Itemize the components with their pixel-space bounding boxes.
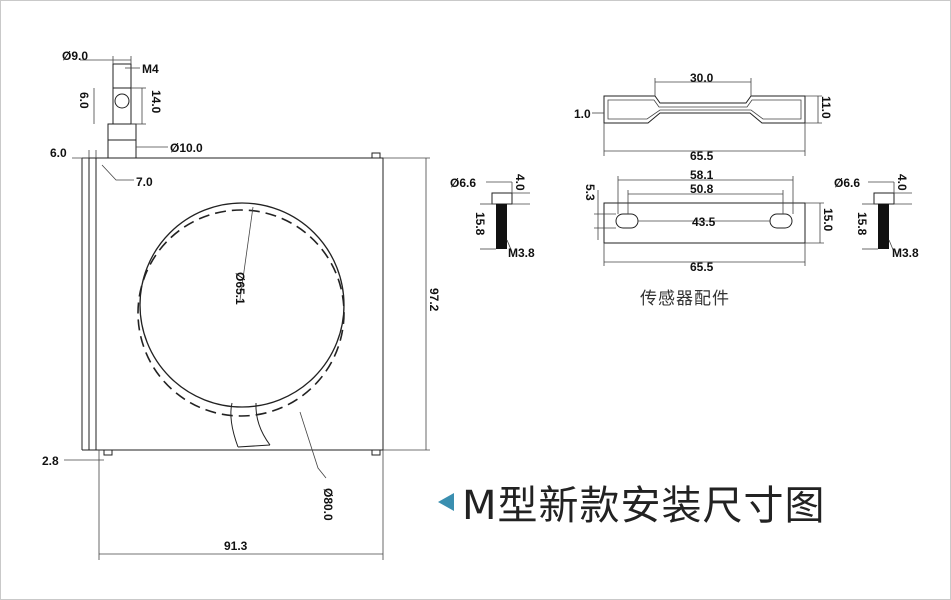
outer-diameter-label: Ø80.0: [321, 488, 335, 521]
m4-nut: [112, 87, 132, 125]
plate-thickness-label: 1.0: [574, 107, 591, 121]
screw-left-head-diameter: Ø6.6: [450, 176, 476, 190]
screw-right-head-height: 4.0: [895, 174, 909, 191]
gland-height-label: 6.0: [77, 92, 91, 109]
drawing-title: M型新款安装尺寸图: [462, 483, 826, 529]
hole-pitch-label: 43.5: [692, 215, 716, 229]
thread-label: M4: [142, 62, 159, 76]
gap-width-label: 30.0: [690, 71, 714, 85]
bracket-top-length-label: 65.5: [690, 260, 714, 274]
outer-diameter-leader: [299, 411, 327, 479]
sensor-body: [95, 157, 384, 451]
bracket-width-label: 15.0: [821, 208, 835, 232]
screw-left: Ø6.6 4.0 15.8 M3.8: [450, 174, 535, 260]
bracket-top-view: 58.1 50.8 5.3 43.5 15.0 65.5: [583, 168, 835, 274]
screw-right-shank-length: 15.8: [855, 212, 869, 236]
screw-left-head-height: 4.0: [513, 174, 527, 191]
inner-diameter-label: Ø65.1: [233, 272, 247, 305]
screw-right-shank: [878, 204, 889, 249]
bracket-top-shape: [603, 202, 806, 244]
inner-slot-label: 50.8: [690, 182, 714, 196]
screw-left-shank: [496, 204, 507, 249]
bracket-height-label: 11.0: [819, 96, 833, 119]
flange-thickness-label: 6.0: [50, 146, 67, 160]
slot-right: [769, 213, 793, 229]
outer-circle-dashed: [137, 209, 345, 417]
gland-diameter-label: Ø10.0: [170, 141, 203, 155]
height-label: 97.2: [427, 288, 441, 312]
screw-right-head: [873, 192, 895, 205]
main-view: Ø9.0 M4 14.0 6.0 Ø10.0 6.0 7.0 Ø65.1 Ø80…: [42, 49, 441, 560]
inner-diameter-leader: [239, 206, 254, 301]
slot-left: [615, 213, 639, 229]
width-label: 91.3: [224, 539, 248, 553]
drawing-title-block: M型新款安装尺寸图: [438, 474, 826, 530]
cable-lead: [230, 402, 239, 448]
slot-height-label: 5.3: [583, 184, 597, 201]
cable-diameter-label: Ø9.0: [62, 49, 88, 63]
triangle-marker-icon: [438, 493, 454, 511]
inner-circle: [139, 202, 345, 408]
screw-right-thread: M3.8: [892, 246, 919, 260]
bracket-side-view: 30.0 1.0 11.0 65.5: [574, 71, 833, 163]
accessory-caption: 传感器配件: [640, 289, 730, 309]
base-thickness-label: 2.8: [42, 454, 59, 468]
cable-stub: [112, 63, 132, 89]
screw-left-head: [491, 192, 513, 205]
nut-height-label: 14.0: [149, 90, 163, 114]
screw-left-shank-length: 15.8: [473, 212, 487, 236]
screw-left-thread: M3.8: [508, 246, 535, 260]
bracket-side-length-label: 65.5: [690, 149, 714, 163]
screw-right: Ø6.6 4.0 15.8 M3.8: [834, 174, 919, 260]
outer-slot-label: 58.1: [690, 168, 714, 182]
cable-gland: [107, 139, 137, 159]
offset-label: 7.0: [136, 175, 153, 189]
screw-right-head-diameter: Ø6.6: [834, 176, 860, 190]
